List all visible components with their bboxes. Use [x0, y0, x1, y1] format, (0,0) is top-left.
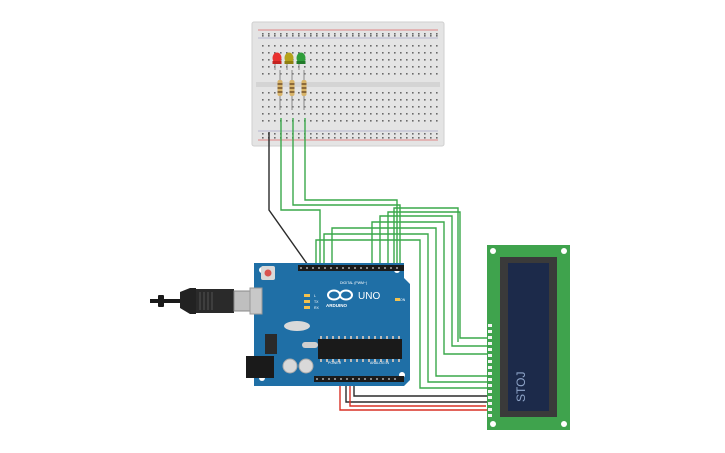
- arduino-uno-board: L TX RX ON UNO ARDUINO DIGITAL (PWM~) PO…: [246, 263, 410, 386]
- usb-cable: [150, 288, 257, 314]
- chip-pins: [320, 336, 400, 362]
- atmega-chip: [318, 339, 402, 359]
- yellow-led: [284, 52, 294, 64]
- green-led: [296, 52, 306, 64]
- resistors: [274, 64, 307, 110]
- digital-label: DIGITAL (PWM~): [340, 281, 367, 285]
- red-led: [272, 52, 282, 64]
- digital-header: [298, 265, 404, 271]
- uno-label: UNO: [358, 291, 380, 302]
- green-wires: [280, 118, 490, 389]
- led-label-tx: TX: [314, 300, 319, 304]
- arduino-brand: ARDUINO: [326, 303, 347, 308]
- lcd-pins: [488, 324, 492, 417]
- led-label-rx: RX: [314, 306, 320, 310]
- led-label-l: L: [314, 294, 316, 298]
- lcd-screen: [508, 263, 549, 411]
- red-wires: [339, 378, 490, 411]
- on-label: ON: [400, 298, 406, 302]
- lcd-module: STOJ: [487, 245, 570, 430]
- analog-pins: [316, 378, 396, 380]
- arduino-logo-icon: [327, 289, 353, 301]
- power-jack: [246, 356, 274, 378]
- lcd-display-text: STOJ: [514, 372, 528, 402]
- power-label: POWER: [328, 361, 342, 365]
- led-group: [272, 52, 306, 64]
- arduino-pcb: [254, 263, 410, 386]
- analog-label: ANALOG IN: [370, 361, 390, 365]
- digital-pins: [300, 267, 398, 269]
